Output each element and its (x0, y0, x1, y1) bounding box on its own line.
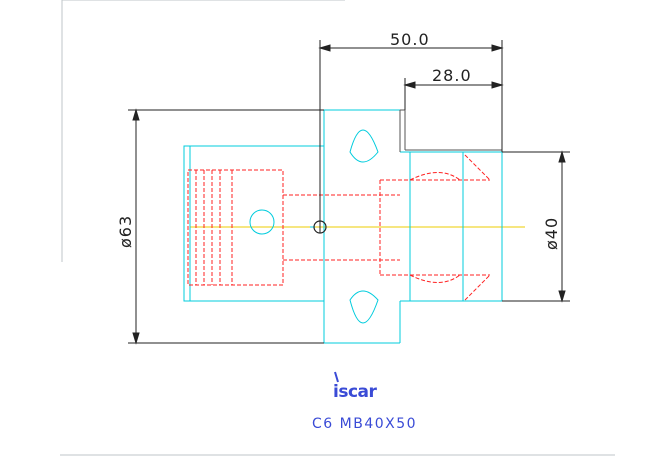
hidden-features (187, 154, 491, 301)
dim-overall-length (318, 40, 504, 227)
dim-pilot-length (403, 78, 504, 110)
part-code: C6 MB40X50 (312, 416, 417, 432)
part-outline (183, 109, 503, 344)
outer-diameter-label: ø63 (116, 215, 135, 248)
sheet-frame (60, 0, 615, 456)
dim-pilot-diameter (502, 150, 570, 303)
pilot-diameter-label: ø40 (542, 217, 561, 250)
brand-logo: iscar (333, 371, 378, 402)
brand-logo-text: iscar (333, 382, 377, 402)
pilot-step (399, 109, 502, 152)
pilot-length-label: 28.0 (432, 66, 472, 85)
side-hole (249, 209, 275, 235)
dim-outer-diameter (128, 108, 324, 345)
overall-length-label: 50.0 (390, 30, 430, 49)
